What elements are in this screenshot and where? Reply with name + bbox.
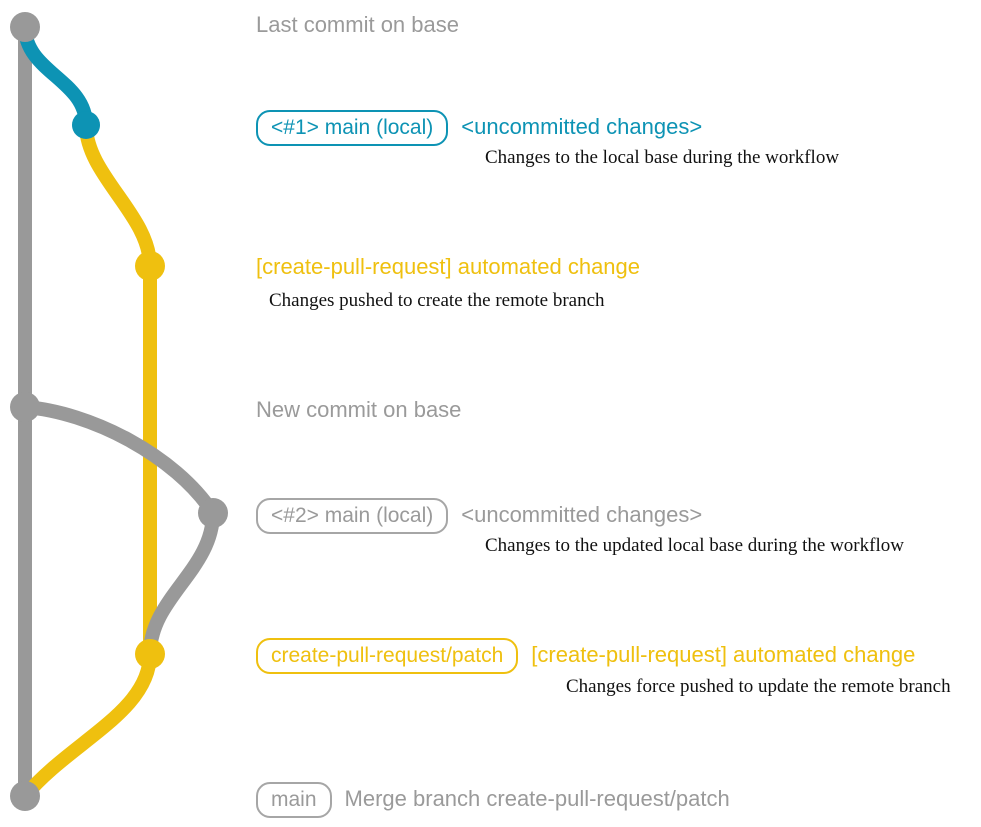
commit-node-base-head[interactable]	[10, 12, 40, 42]
branch-badge-main[interactable]: main	[256, 782, 332, 818]
graph-entry-patch-1: [create-pull-request] automated change	[256, 256, 640, 278]
graph-entry-merge: main Merge branch create-pull-request/pa…	[256, 782, 730, 818]
commit-node-base-new[interactable]	[10, 392, 40, 422]
edge-local-1-to-patch-1	[79, 118, 157, 273]
commit-node-merge[interactable]	[10, 781, 40, 811]
commit-node-group	[10, 12, 228, 811]
commit-node-local-2[interactable]	[198, 498, 228, 528]
entry-headline-last-commit-on-base: Last commit on base	[256, 12, 459, 37]
entry-headline-patch-1: [create-pull-request] automated change	[256, 254, 641, 279]
entry-headline-new-commit-on-base: New commit on base	[256, 397, 462, 422]
entry-note-local-2: Changes to the updated local base during…	[485, 535, 904, 556]
branch-badge-local-1[interactable]: <#1> main (local)	[256, 110, 449, 146]
entry-headline-merge: Merge branch create-pull-request/patch	[344, 786, 730, 811]
entry-note-local-1: Changes to the local base during the wor…	[485, 147, 840, 168]
graph-entry-new-commit-on-base: New commit on base	[256, 399, 461, 421]
graph-entry-patch-2: create-pull-request/patch [create-pull-r…	[256, 638, 915, 674]
graph-entry-local-2: <#2> main (local) <uncommitted changes>	[256, 498, 702, 534]
edge-patch-2-to-merge	[18, 647, 157, 803]
commit-node-patch-2[interactable]	[135, 639, 165, 669]
branch-badge-patch-2[interactable]: create-pull-request/patch	[256, 638, 519, 674]
graph-entry-local-1: <#1> main (local) <uncommitted changes>	[256, 110, 702, 146]
branch-badge-local-2[interactable]: <#2> main (local)	[256, 498, 449, 534]
entry-headline-local-1: <uncommitted changes>	[461, 114, 703, 139]
commit-node-patch-1[interactable]	[135, 251, 165, 281]
entry-note-patch-1: Changes pushed to create the remote bran…	[269, 290, 605, 311]
commit-node-local-1[interactable]	[72, 111, 100, 139]
entry-headline-local-2: <uncommitted changes>	[461, 502, 703, 527]
edge-base-new-to-local-2	[18, 400, 220, 520]
entry-note-patch-2: Changes force pushed to update the remot…	[566, 676, 951, 697]
graph-entry-last-commit-on-base: Last commit on base	[256, 14, 459, 36]
edge-local-2-to-patch-2	[143, 506, 220, 661]
edge-base-to-local-1	[18, 20, 93, 132]
entry-headline-patch-2: [create-pull-request] automated change	[531, 642, 916, 667]
